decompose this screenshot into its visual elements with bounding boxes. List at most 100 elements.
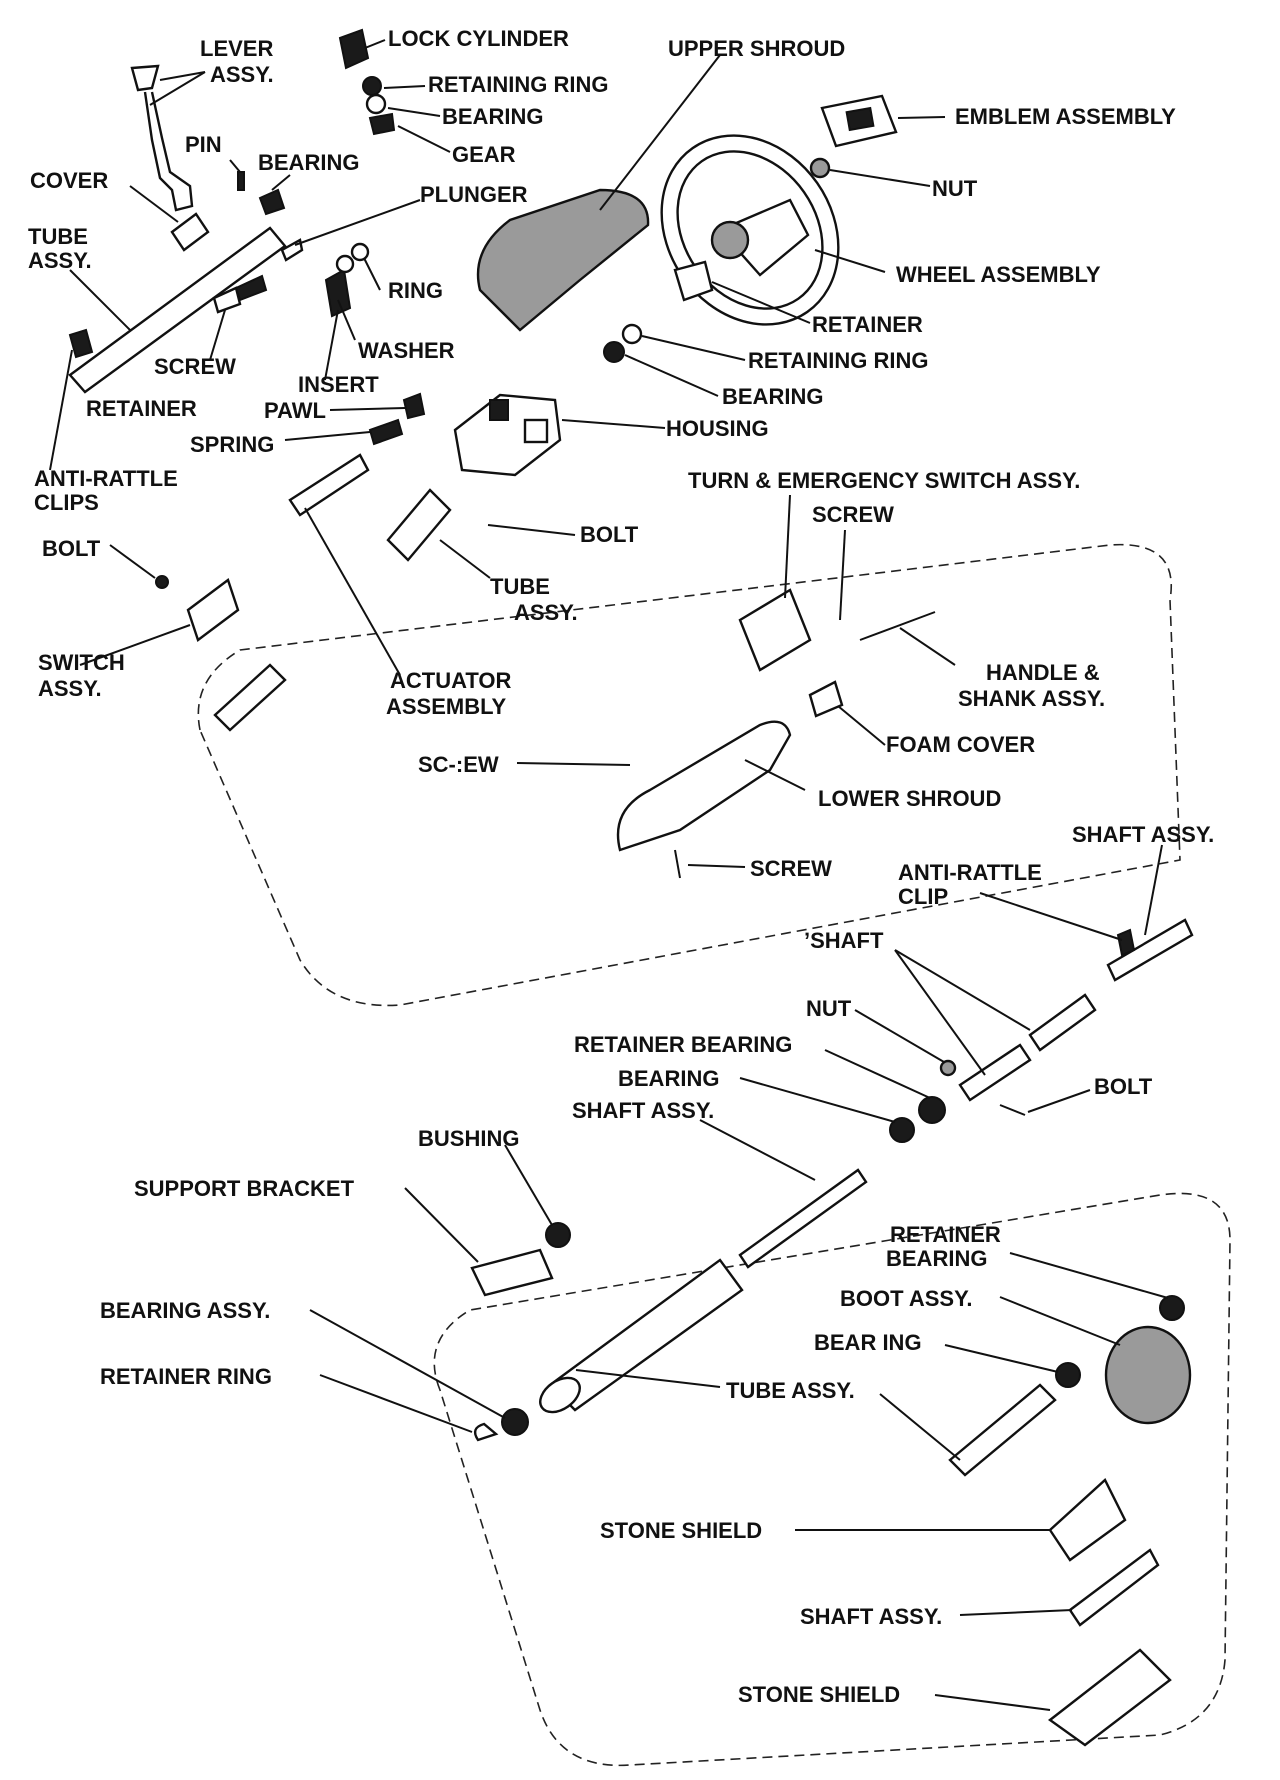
label-gear: GEAR — [452, 142, 516, 167]
washer-part — [335, 254, 355, 274]
emblem-assembly-part — [820, 94, 898, 148]
label-bearing-mid: BEARING — [722, 384, 823, 409]
bolt-left-part — [155, 575, 169, 589]
support-bracket-part — [470, 1248, 554, 1297]
label-tube-assy-low: TUBE ASSY. — [726, 1378, 855, 1403]
label-bearing-assy: BEARING ASSY. — [100, 1298, 270, 1323]
label-washer: WASHER — [358, 338, 455, 363]
bolt-right-part — [999, 1104, 1026, 1116]
label-retainer-ring: RETAINER RING — [100, 1364, 272, 1389]
label-support-bracket: SUPPORT BRACKET — [134, 1176, 355, 1201]
label-lower-shroud: LOWER SHROUD — [818, 786, 1001, 811]
housing-part — [453, 393, 562, 477]
label-screw-left: SCREW — [154, 354, 236, 379]
label-handle-shank: HANDLE &SHANK ASSY. — [958, 660, 1105, 711]
label-ring: RING — [388, 278, 443, 303]
label-nut-top: NUT — [932, 176, 978, 201]
bearing-left-part — [258, 188, 286, 216]
boot-assy-part — [1104, 1325, 1192, 1425]
ring-part — [350, 242, 370, 262]
label-wheel-assembly: WHEEL ASSEMBLY — [896, 262, 1101, 287]
foam-cover-part — [808, 680, 844, 718]
label-emblem-assembly: EMBLEM ASSEMBLY — [955, 104, 1176, 129]
leader-lines — [49, 39, 1169, 1711]
shaft-assy-right-part — [1106, 918, 1194, 982]
label-bolt-mid: BOLT — [580, 522, 639, 547]
label-pin: PIN — [185, 132, 222, 157]
label-bushing: BUSHING — [418, 1126, 519, 1151]
label-shaft: ʼSHAFT — [804, 928, 884, 953]
label-cover: COVER — [30, 168, 108, 193]
label-bearing-low: BEAR ING — [814, 1330, 922, 1355]
label-bearing-left: BEARING — [258, 150, 359, 175]
upper-group-outline — [197, 543, 1181, 1007]
retainer-bearing-mid-part — [918, 1096, 946, 1124]
shaft-assy-mid-part — [738, 1168, 868, 1269]
label-bearing-top: BEARING — [442, 104, 543, 129]
screw-lower-part — [674, 849, 681, 879]
label-boot-assy: BOOT ASSY. — [840, 1286, 972, 1311]
shaft-yoke-part — [958, 1043, 1032, 1102]
label-retaining-ring-top: RETAINING RING — [428, 72, 608, 97]
lock-cylinder-part — [338, 28, 396, 136]
turn-switch-part — [738, 588, 812, 672]
switch-assy-part — [186, 578, 240, 642]
handle-shank-part — [859, 611, 936, 641]
retainer-part — [673, 260, 714, 302]
label-screw-mid: SC‐:EW — [418, 752, 499, 777]
label-screw-lower: SCREW — [750, 856, 832, 881]
nut-top-part — [809, 157, 831, 179]
tube-assy-left-part — [68, 226, 287, 394]
label-shaft-assy-low: SHAFT ASSY. — [800, 1604, 942, 1629]
bearing-lower-part — [889, 1117, 915, 1143]
upper-shroud-part — [476, 188, 650, 332]
label-housing: HOUSING — [666, 416, 769, 441]
label-bolt-left: BOLT — [42, 536, 101, 561]
label-nut-mid: NUT — [806, 996, 852, 1021]
anti-rattle-clip-part — [1116, 928, 1136, 957]
pin-part — [237, 171, 245, 191]
label-lock-cylinder: LOCK CYLINDER — [388, 26, 569, 51]
label-retaining-ring-mid: RETAINING RING — [748, 348, 928, 373]
retainer-bearing-low-part — [1159, 1295, 1185, 1321]
tube-flange-part — [539, 1376, 581, 1414]
lower-shaft-part — [948, 1383, 1057, 1477]
retaining-ring-part — [621, 323, 643, 345]
lower-shroud-part — [616, 720, 792, 852]
label-plunger: PLUNGER — [420, 182, 528, 207]
bearing-low-part — [1055, 1362, 1081, 1388]
shaft-left-part — [213, 663, 287, 732]
label-stone-shield-1: STONE SHIELD — [600, 1518, 762, 1543]
label-bolt-right: BOLT — [1094, 1074, 1153, 1099]
tube-assy-mid-part — [386, 488, 452, 562]
label-bearing-lower: BEARING — [618, 1066, 719, 1091]
retainer-ring-part — [473, 1422, 499, 1442]
label-shaft-assy-right: SHAFT ASSY. — [1072, 822, 1214, 847]
label-retainer-bearing-mid: RETAINER BEARING — [574, 1032, 792, 1057]
bearing-assy-part — [501, 1408, 529, 1436]
nut-mid-part — [939, 1059, 957, 1077]
retainer-left-part — [212, 286, 242, 314]
stone-shield-2-part — [1047, 1648, 1172, 1747]
label-spring: SPRING — [190, 432, 274, 457]
bearing-mid-part — [603, 341, 625, 363]
bushing-part — [545, 1222, 571, 1248]
shaft-part — [1028, 993, 1097, 1052]
pawl-part — [402, 392, 426, 420]
stone-shield-1-part — [1048, 1478, 1127, 1562]
label-screw-right: SCREW — [812, 502, 894, 527]
insert-part — [324, 268, 352, 318]
label-insert: INSERT — [298, 372, 379, 397]
spring-2-part — [368, 418, 404, 446]
label-shaft-assy-mid: SHAFT ASSY. — [572, 1098, 714, 1123]
label-pawl: PAWL — [264, 398, 326, 423]
label-foam-cover: FOAM COVER — [886, 732, 1035, 757]
